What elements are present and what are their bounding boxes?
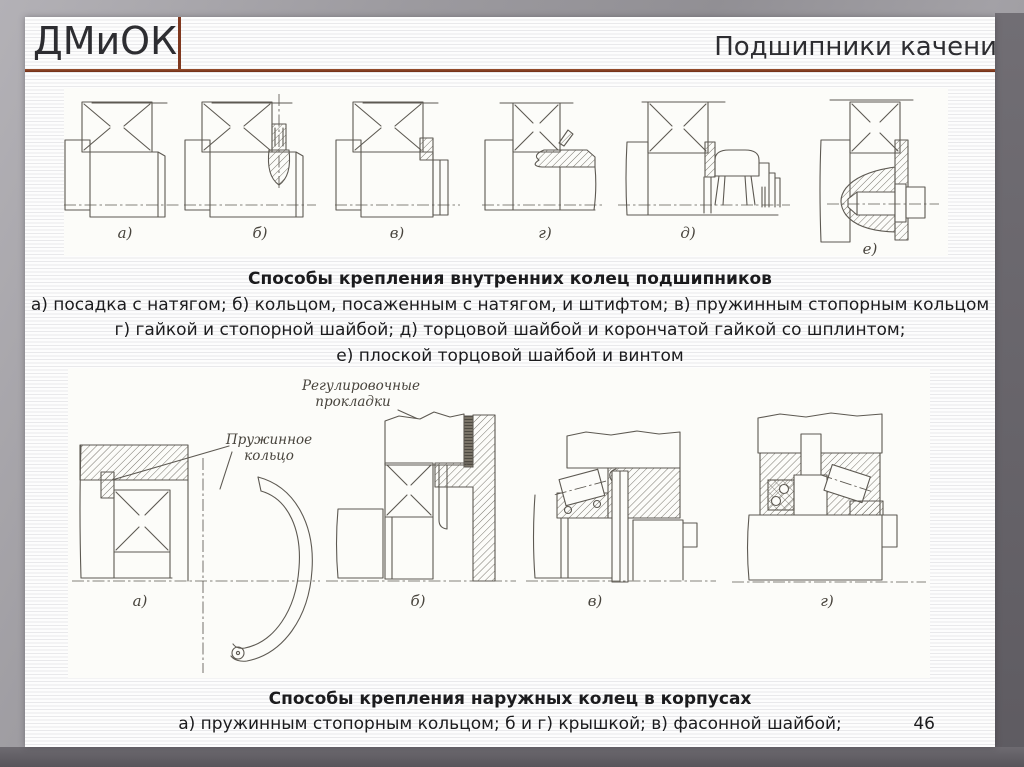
diagram-inner-e: е) <box>819 99 939 258</box>
svg-text:а): а) <box>118 224 133 242</box>
diagram-inner-g: г) <box>482 102 602 242</box>
svg-text:кольцо: кольцо <box>244 448 294 464</box>
diagram-outer-a: Пружинное кольцо а) <box>72 432 320 673</box>
diagram-outer-g: г) <box>732 412 926 610</box>
svg-text:б): б) <box>410 592 425 610</box>
svg-text:а): а) <box>133 592 148 610</box>
outer-ring-caption-line: а) пружинным стопорным кольцом; б и г) к… <box>178 714 842 734</box>
inner-ring-caption: Способы крепления внутренних колец подши… <box>25 267 995 369</box>
inner-ring-caption-line2: г) гайкой и стопорной шайбой; д) торцово… <box>114 320 906 340</box>
inner-ring-caption-line1: а) посадка с натягом; б) кольцом, посаже… <box>30 294 990 315</box>
diagram-inner-v: в) <box>335 101 460 242</box>
page-number: 46 <box>913 714 935 734</box>
outer-ring-figure-svg: Пружинное кольцо а) Регулировочные прокл… <box>72 378 926 673</box>
svg-text:Пружинное: Пружинное <box>225 432 312 448</box>
inner-ring-figure: а) б) <box>64 88 948 258</box>
outer-ring-caption: Способы крепления наружных колец в корпу… <box>25 687 995 737</box>
diagram-inner-a: а) <box>64 101 179 242</box>
svg-text:в): в) <box>588 592 603 610</box>
diagram-inner-d: д) <box>618 101 790 242</box>
svg-text:е): е) <box>863 240 878 256</box>
svg-text:Регулировочные: Регулировочные <box>301 378 420 394</box>
svg-text:г): г) <box>820 592 834 610</box>
presentation-slide: ДМиОК Подшипники качени а) <box>25 17 995 747</box>
background-shadow-bottom <box>0 747 1024 767</box>
course-logo: ДМиОК <box>33 19 178 63</box>
inner-ring-caption-title: Способы крепления внутренних колец подши… <box>248 269 772 289</box>
svg-text:г): г) <box>538 224 552 242</box>
svg-text:прокладки: прокладки <box>315 394 390 410</box>
svg-text:б): б) <box>252 224 267 242</box>
svg-text:в): в) <box>390 224 405 242</box>
diagram-inner-b: б) <box>184 94 316 242</box>
header-divider <box>178 17 181 69</box>
inner-ring-figure-svg: а) б) <box>64 94 939 258</box>
diagram-outer-b: Регулировочные прокладки б) <box>301 378 516 610</box>
outer-ring-caption-title: Способы крепления наружных колец в корпу… <box>268 689 752 709</box>
slide-title: Подшипники качени <box>714 32 995 62</box>
svg-text:д): д) <box>680 224 696 242</box>
diagram-outer-v: в) <box>526 430 716 610</box>
outer-ring-figure: Пружинное кольцо а) Регулировочные прокл… <box>68 368 930 678</box>
header-rule <box>25 69 995 72</box>
inner-ring-caption-line3: е) плоской торцовой шайбой и винтом <box>336 345 684 366</box>
background-shadow-right <box>995 13 1024 767</box>
